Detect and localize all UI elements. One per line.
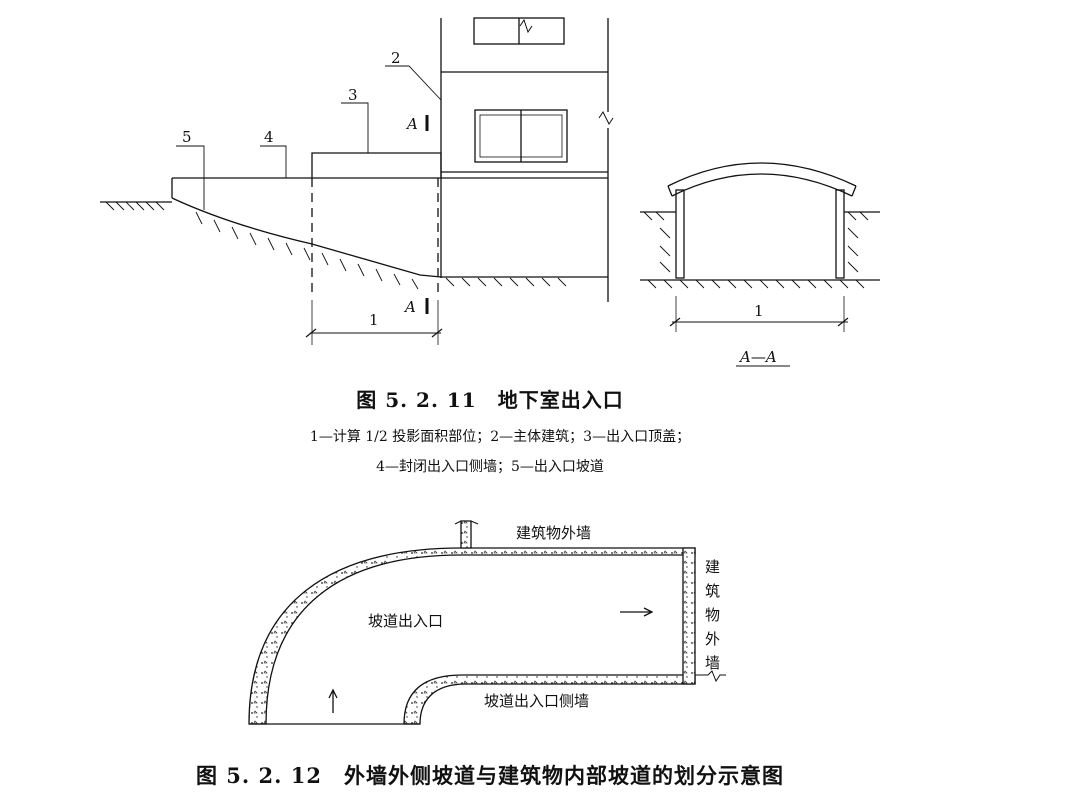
building-wall-top-stub bbox=[460, 520, 472, 549]
wall-right-label-4: 外 bbox=[705, 630, 720, 648]
section-title: A—A bbox=[738, 348, 777, 366]
dimension-label: 1 bbox=[369, 311, 379, 329]
fig2-labels: 建筑物外墙 坡道出入口 坡道出入口侧墙 建 筑 物 外 墙 bbox=[368, 524, 720, 710]
wall-top-label: 建筑物外墙 bbox=[516, 524, 591, 542]
section-wall-right bbox=[835, 189, 845, 279]
section-mark-bottom: A bbox=[403, 298, 416, 316]
outer-ramp-wall bbox=[248, 547, 696, 725]
section-roof bbox=[667, 162, 857, 187]
callout-leader-4 bbox=[260, 145, 287, 178]
wall-right-break bbox=[695, 670, 726, 683]
section-aa-labels: 1 A—A bbox=[738, 302, 777, 366]
fig1-elevation bbox=[100, 17, 614, 345]
wall-right-label-2: 筑 bbox=[705, 582, 720, 600]
main-building bbox=[440, 17, 614, 302]
callout-leader-3 bbox=[341, 102, 369, 153]
callout-leader-2 bbox=[385, 65, 442, 101]
figure-5-2-11-title: 图 5. 2. 11 地下室出入口 bbox=[356, 388, 624, 412]
fig1-labels: 2 3 4 5 A A 1 bbox=[182, 49, 418, 329]
callout-3: 3 bbox=[348, 86, 358, 104]
fig2-plan bbox=[248, 520, 726, 725]
arrow-up-icon bbox=[328, 688, 338, 713]
figure-5-2-11-legend-line-2: 4—封闭出入口侧墙；5—出入口坡道 bbox=[376, 459, 604, 475]
building-wall-right bbox=[682, 547, 696, 685]
callout-5: 5 bbox=[182, 128, 192, 146]
callout-4: 4 bbox=[264, 128, 274, 146]
ground-hatch-left bbox=[105, 201, 165, 211]
callout-leader-5 bbox=[176, 145, 205, 210]
ground-hatch-bottom bbox=[445, 277, 567, 287]
fig1-section-aa bbox=[640, 162, 880, 367]
figure-5-2-12-title: 图 5. 2. 12 外墙外侧坡道与建筑物内部坡道的划分示意图 bbox=[195, 763, 784, 788]
wall-right-label-5: 墙 bbox=[705, 654, 720, 672]
section-wall-left bbox=[675, 189, 685, 279]
side-wall-label: 坡道出入口侧墙 bbox=[484, 692, 589, 710]
callout-2: 2 bbox=[391, 49, 401, 67]
wall-right-label-3: 物 bbox=[705, 606, 720, 624]
section-mark-top: A bbox=[405, 115, 418, 133]
wall-right-label-1: 建 bbox=[705, 558, 720, 576]
ramp-hatch bbox=[195, 211, 419, 290]
figure-5-2-11-legend-line-1: 1—计算 1/2 投影面积部位；2—主体建筑；3—出入口顶盖； bbox=[309, 429, 691, 445]
entrance-canopy bbox=[311, 152, 442, 178]
ramp-entrance-label: 坡道出入口 bbox=[368, 612, 443, 630]
arrow-right-icon bbox=[620, 607, 654, 617]
section-dimension-label: 1 bbox=[754, 302, 764, 320]
